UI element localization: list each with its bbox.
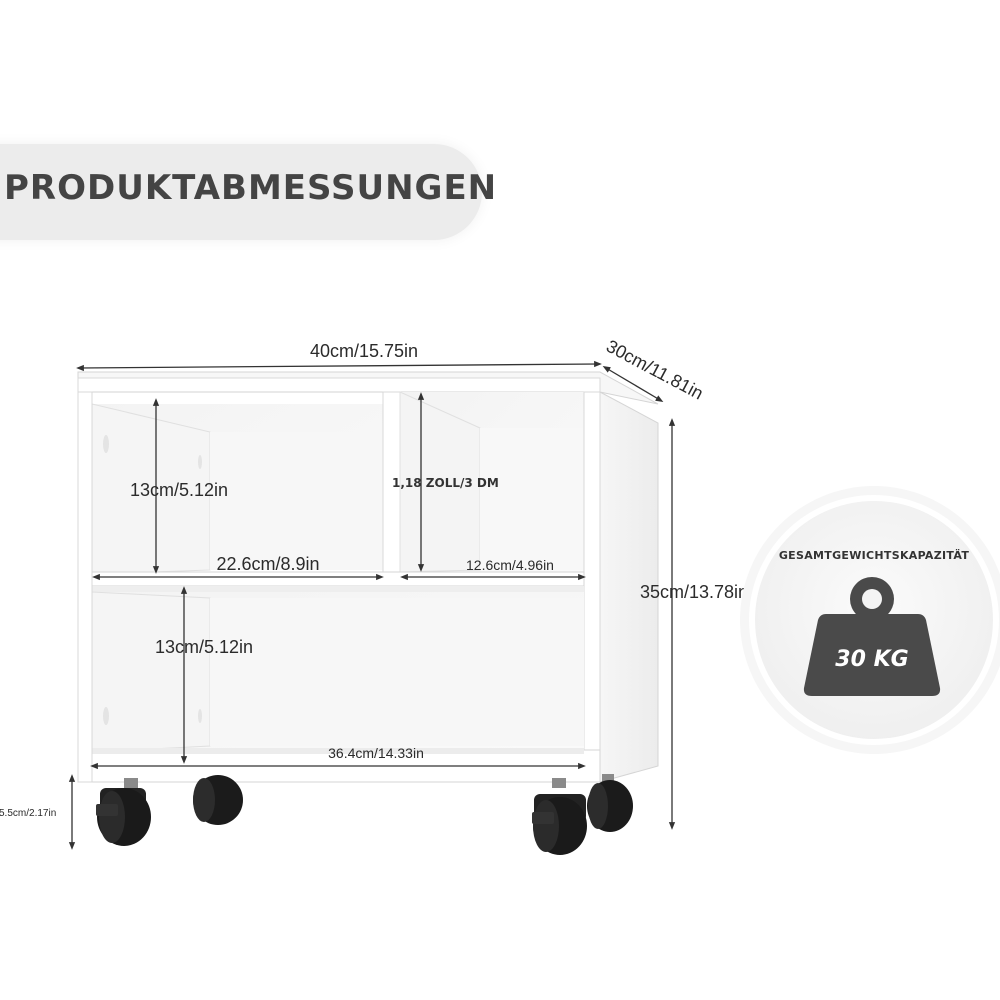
page-title: PRODUKTABMESSUNGEN — [4, 168, 498, 208]
caster-wheel — [587, 774, 633, 832]
title-banner — [0, 144, 482, 240]
wheel-height-label: 5.5cm/2.17in — [0, 808, 56, 819]
shelf-pin-hole — [198, 709, 202, 723]
depth-dimension-line — [602, 366, 664, 402]
middle-shelf — [91, 571, 585, 587]
height-label: 35cm/13.78in — [640, 582, 748, 602]
upper-left-height-label: 13cm/5.12in — [130, 480, 228, 500]
caster-wheel — [193, 775, 243, 825]
dimension-lines — [68, 360, 676, 850]
shelf-pin-hole — [103, 707, 109, 725]
width-dimension-line — [76, 360, 602, 372]
caster-wheel — [532, 778, 587, 855]
middle-shelf-shadow — [92, 586, 584, 592]
upper-left-back — [210, 432, 383, 570]
shelf-pin-hole — [103, 435, 109, 453]
lower-height-label: 13cm/5.12in — [155, 637, 253, 657]
upper-right-height-label: 1,18 ZOLL/3 DM — [392, 476, 499, 490]
upper-right-back — [480, 428, 584, 570]
capacity-badge: GESAMTGEWICHTSKAPAZITÄT 30 KG — [740, 486, 1000, 754]
upper-left-width-label: 22.6cm/8.9in — [216, 554, 319, 574]
left-wall-front — [77, 391, 93, 783]
right-wall-front — [583, 391, 601, 783]
upper-right-width-label: 12.6cm/4.96in — [466, 557, 554, 573]
lower-back — [210, 598, 584, 746]
bottom-board-shadow — [92, 748, 584, 754]
capacity-weight: 30 KG — [835, 647, 908, 672]
lower-width-label: 36.4cm/14.33in — [328, 745, 424, 761]
shelf-pin-hole — [198, 455, 202, 469]
weight-icon — [803, 577, 941, 696]
lower-side-wall — [91, 591, 211, 753]
caster-wheel — [96, 778, 151, 846]
capacity-label: GESAMTGEWICHTSKAPAZITÄT — [779, 548, 969, 562]
width-label: 40cm/15.75in — [310, 341, 418, 361]
wheels — [96, 774, 633, 855]
